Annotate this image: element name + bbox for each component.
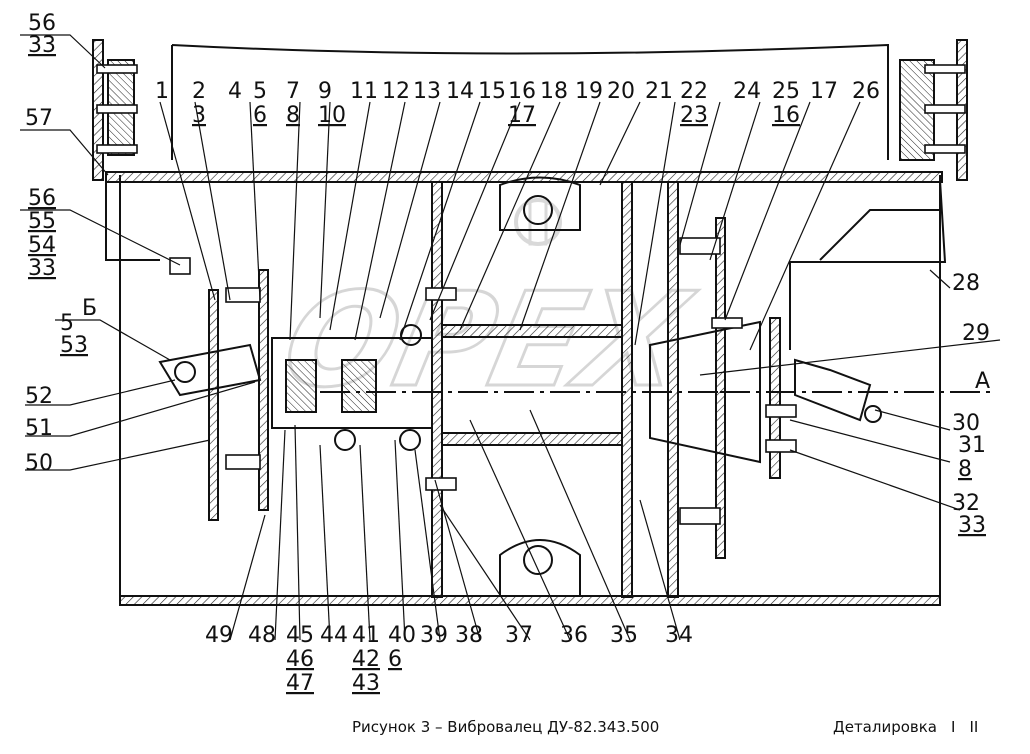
callout-top-19: 20 <box>607 79 635 104</box>
callout-top-27: 26 <box>852 79 880 104</box>
bolt-set <box>96 64 966 525</box>
callout-bottom-0: 49 <box>205 623 233 648</box>
callout-top-20: 21 <box>645 79 673 104</box>
callout-left-12: 50 <box>25 451 53 476</box>
callout-left-2: 57 <box>25 106 53 131</box>
callout-top-17: 18 <box>540 79 568 104</box>
callout-left-8: 53 <box>60 333 88 358</box>
callout-left-5: 54 <box>28 233 56 258</box>
watermark-text: OPEX <box>271 265 704 416</box>
callout-bottom-8: 43 <box>352 671 380 696</box>
callout-bottom-13: 37 <box>505 623 533 648</box>
leader-lines <box>20 34 1001 641</box>
callout-bottom-16: 34 <box>665 623 693 648</box>
callout-bottom-15: 35 <box>610 623 638 648</box>
callout-bottom-4: 47 <box>286 671 314 696</box>
tab-detail-2[interactable]: II <box>969 718 979 736</box>
lifting-lugs <box>499 176 581 596</box>
callout-bottom-12: 38 <box>455 623 483 648</box>
callout-bottom-11: 39 <box>420 623 448 648</box>
callout-top-13: 14 <box>446 79 474 104</box>
callout-left-10: 52 <box>25 384 53 409</box>
shaft-assembly <box>158 317 990 479</box>
callout-top-26: 17 <box>810 79 838 104</box>
tab-detail-1[interactable]: I <box>951 718 956 736</box>
callout-right-1: 29 <box>962 321 990 346</box>
callout-top-21: 22 <box>680 79 708 104</box>
callout-top-22: 23 <box>680 103 708 128</box>
callout-top-8: 9 <box>318 79 332 104</box>
callout-top-1: 2 <box>192 79 206 104</box>
callout-top-14: 15 <box>478 79 506 104</box>
callout-top-6: 7 <box>286 79 300 104</box>
callout-right-3: 30 <box>952 411 980 436</box>
callout-left-9: Б <box>82 296 97 321</box>
callout-right-7: 33 <box>958 513 986 538</box>
callout-bottom-5: 44 <box>320 623 348 648</box>
callout-right-0: 28 <box>952 271 980 296</box>
callout-bottom-1: 48 <box>248 623 276 648</box>
callout-top-23: 24 <box>733 79 761 104</box>
callout-bottom-10: 6 <box>388 647 402 672</box>
callout-bottom-3: 46 <box>286 647 314 672</box>
callout-left-0: 56 <box>28 11 56 36</box>
callout-top-0: 1 <box>155 79 169 104</box>
callout-top-12: 13 <box>413 79 441 104</box>
callout-top-25: 16 <box>772 103 800 128</box>
callout-left-6: 33 <box>28 256 56 281</box>
callout-top-15: 16 <box>508 79 536 104</box>
callout-top-10: 11 <box>350 79 378 104</box>
callout-bottom-14: 36 <box>560 623 588 648</box>
callout-left-7: 5 <box>60 311 74 336</box>
detail-nav-label: Деталировка <box>833 718 938 736</box>
callout-top-5: 6 <box>253 103 267 128</box>
watermark: OPEX <box>270 198 705 418</box>
callout-right-5: 8 <box>958 457 972 482</box>
callout-right-6: 32 <box>952 491 980 516</box>
callout-top-18: 19 <box>575 79 603 104</box>
figure-caption: Рисунок 3 – Вибровалец ДУ-82.343.500 <box>352 718 660 736</box>
callout-top-3: 4 <box>228 79 242 104</box>
callout-left-3: 56 <box>28 186 56 211</box>
callout-left-1: 33 <box>28 33 56 58</box>
callout-top-24: 25 <box>772 79 800 104</box>
callout-bottom-6: 41 <box>352 623 380 648</box>
callout-top-9: 10 <box>318 103 346 128</box>
detail-nav: Деталировка I II <box>833 718 978 736</box>
callout-top-16: 17 <box>508 103 536 128</box>
callout-top-4: 5 <box>253 79 267 104</box>
callout-top-7: 8 <box>286 103 300 128</box>
callout-right-4: 31 <box>958 433 986 458</box>
callout-left-11: 51 <box>25 416 53 441</box>
callout-right-2: А <box>975 369 990 394</box>
callout-bottom-7: 42 <box>352 647 380 672</box>
callout-top-11: 12 <box>382 79 410 104</box>
callout-left-4: 55 <box>28 209 56 234</box>
callout-bottom-9: 40 <box>388 623 416 648</box>
callout-top-2: 3 <box>192 103 206 128</box>
callout-bottom-2: 45 <box>286 623 314 648</box>
